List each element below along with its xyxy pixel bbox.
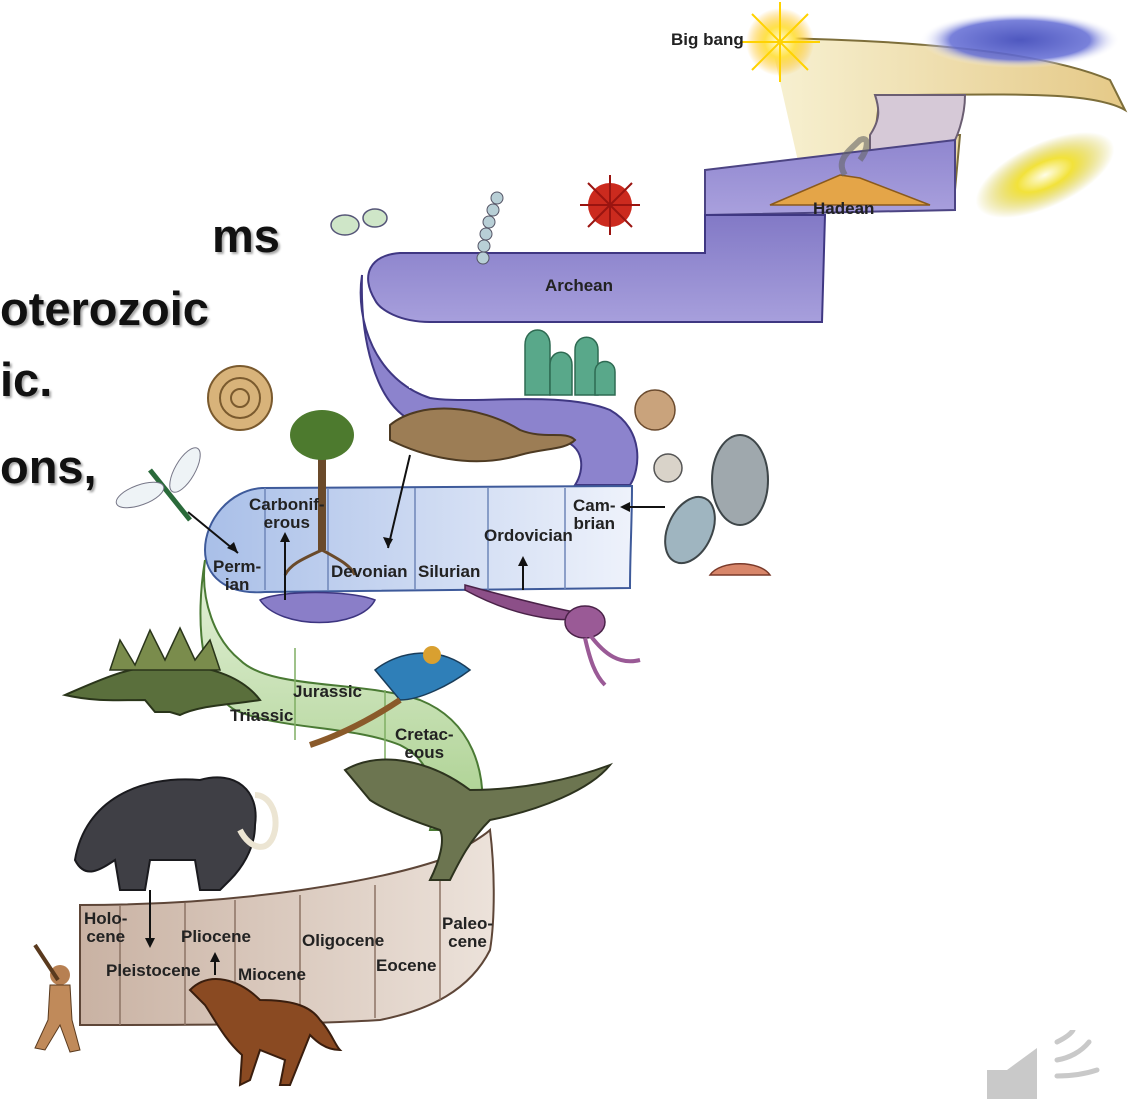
label-holocene-line-1: Holo- [84,910,127,928]
trilobites [654,435,770,575]
label-cretaceous: Cretac- eous [395,726,454,762]
label-carboniferous-line-2: erous [249,514,325,532]
label-devonian: Devonian [331,563,408,581]
early-human [35,945,80,1052]
label-cambrian: Cam- brian [573,497,616,533]
label-paleocene-line-2: cene [442,933,493,951]
label-oligocene: Oligocene [302,932,384,950]
ammonite [208,366,272,430]
label-cambrian-line-2: brian [573,515,616,533]
nautiloid [465,585,640,685]
label-archean: Archean [545,277,613,295]
label-eocene: Eocene [376,957,436,975]
label-permian: Perm- ian [213,558,261,594]
label-ordovician: Ordovician [484,527,573,545]
nebula [920,12,1120,68]
slide-text-line-2: oterozoic [0,285,209,332]
stromatolites [525,330,615,395]
label-triassic: Triassic [230,707,293,725]
label-paleocene: Paleo- cene [442,915,493,951]
slide-text-line-3: ic. [0,356,52,403]
label-jurassic: Jurassic [293,683,362,701]
speaker-icon[interactable] [985,1030,1105,1099]
slide-text-line-1: ms [212,212,280,259]
label-big-bang: Big bang [671,31,744,49]
label-holocene: Holo- cene [84,910,127,946]
label-paleocene-line-1: Paleo- [442,915,493,933]
dragonfly [113,443,206,520]
brachiopod [260,593,375,623]
fossil-disc [635,390,675,430]
label-cambrian-line-1: Cam- [573,497,616,515]
sea-urchin [580,175,640,235]
label-miocene: Miocene [238,966,306,984]
label-holocene-line-2: cene [84,928,127,946]
sun-rays [740,2,820,82]
label-carboniferous-line-1: Carbonif- [249,496,325,514]
label-hadean: Hadean [813,200,874,218]
mammoth [75,777,276,890]
label-carboniferous: Carbonif- erous [249,496,325,532]
label-silurian: Silurian [418,563,480,581]
galaxy [964,114,1127,235]
label-pliocene: Pliocene [181,928,251,946]
label-cretaceous-line-1: Cretac- [395,726,454,744]
label-permian-line-2: ian [213,576,261,594]
slide-text-line-4: ons, [0,443,97,490]
label-cretaceous-line-2: eous [395,744,454,762]
archean-ribbon [368,215,825,322]
protist-cells [331,209,387,235]
label-permian-line-1: Perm- [213,558,261,576]
label-proterozoic: Proterozoic [408,376,496,393]
label-pleistocene: Pleistocene [106,962,201,980]
